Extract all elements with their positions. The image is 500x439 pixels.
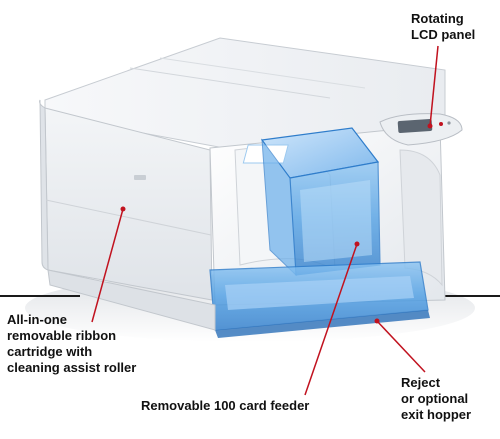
door-seam [45,199,212,236]
ribbon-cartridge-callout: All-in-one removable ribbon cartridge wi… [7,312,136,376]
exit-hopper-tray [225,276,414,310]
leader-lines [91,45,439,396]
leader-line-ribbon [91,208,124,323]
ribbon-callout-line-4: cleaning assist roller [7,360,137,375]
lcd-screen [397,118,433,134]
hopper-callout-line-2: or optional [401,391,469,406]
lcd-indicator-icon [439,122,443,126]
lcd-callout-line-1: Rotating [411,11,464,26]
leader-dot-feeder [354,241,360,247]
leader-line-lcd [429,45,439,127]
door-latch [134,175,146,180]
hopper-callout-line-1: Reject [401,375,441,390]
leader-line-hopper [376,320,426,373]
hopper-callout-line-3: exit hopper [401,407,472,422]
top-cover-seam [129,67,331,99]
top-cover-seam-2 [159,57,366,89]
ribbon-callout-line-2: removable ribbon [7,328,117,343]
leader-dots [120,123,433,324]
leader-dot-lcd [427,123,433,129]
lcd-callout-line-2: LCD panel [411,27,476,42]
leader-dot-ribbon [120,206,126,212]
ribbon-callout-line-3: cartridge with [7,344,93,359]
card-feeder-callout: Removable 100 card feeder [141,398,309,414]
leader-dot-hopper [374,318,380,324]
ribbon-callout-line-1: All-in-one [7,312,67,327]
exit-hopper-callout: Reject or optional exit hopper [401,375,471,423]
exit-hopper-base [215,310,430,338]
card-stack [300,180,372,262]
leader-line-feeder [304,243,358,396]
printer-base [47,269,216,331]
lcd-panel-callout: Rotating LCD panel [411,11,475,43]
lcd-button-icon [447,121,451,125]
feeder-callout-line-1: Removable 100 card feeder [141,398,310,413]
